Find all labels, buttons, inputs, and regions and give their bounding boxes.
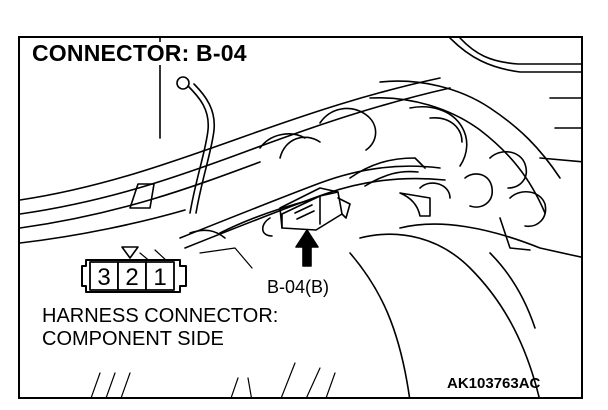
wiring-harness xyxy=(179,157,446,249)
duct-cover xyxy=(349,223,581,397)
diagram-title: CONNECTOR: B-04 xyxy=(30,40,249,66)
figure-code: AK103763AC xyxy=(447,375,541,392)
harness-label-line-2: COMPONENT SIDE xyxy=(42,328,224,350)
sensor-wire xyxy=(176,76,216,214)
connector-pin-2: 2 xyxy=(125,264,138,291)
pin-marker-triangle xyxy=(121,246,139,259)
harness-connector-label: HARNESS CONNECTOR: COMPONENT SIDE xyxy=(42,305,278,351)
engine-bay-illustration: 3 2 1 xyxy=(20,38,581,397)
connector-callout-label: B-04(B) xyxy=(267,277,330,297)
diagram-frame: 3 2 1 CONNECTOR: B-04 B-04(B) HARNESS CO… xyxy=(18,36,583,399)
harness-connector: 3 2 1 xyxy=(81,259,187,293)
engine-components xyxy=(259,38,581,251)
connector-pin-3: 3 xyxy=(97,264,110,291)
connector-b04-body xyxy=(261,187,351,237)
connector-pin-1: 1 xyxy=(153,264,166,291)
body-panel-lines xyxy=(20,38,451,244)
callout-arrow xyxy=(295,229,319,267)
harness-label-line-1: HARNESS CONNECTOR: xyxy=(42,305,279,327)
